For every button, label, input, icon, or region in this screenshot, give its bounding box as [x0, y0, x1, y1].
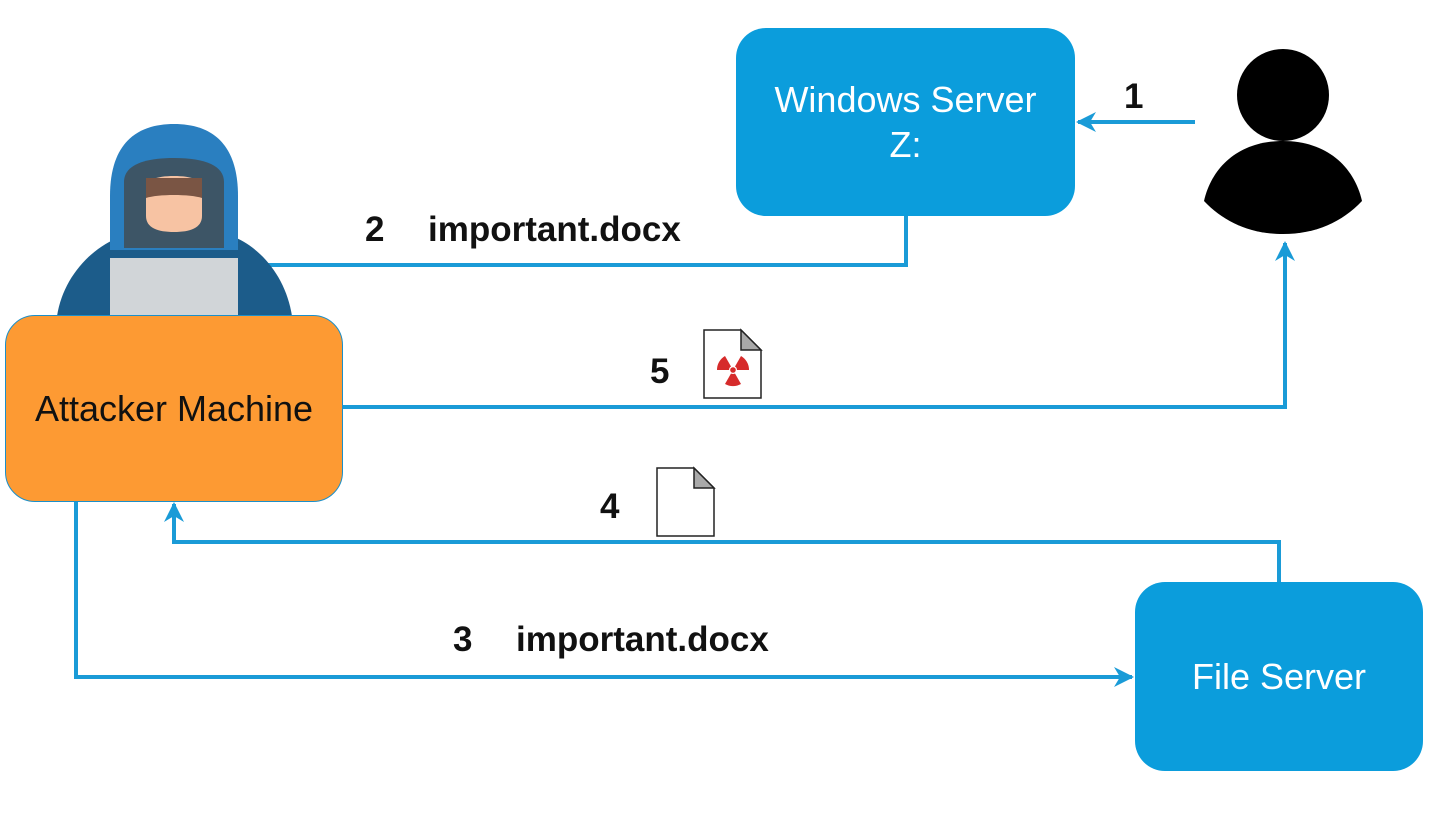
file-server-label: File Server [1191, 656, 1367, 697]
step-1-number: 1 [1124, 77, 1144, 116]
attacker-machine-label: Attacker Machine [34, 388, 314, 429]
step-2-file: important.docx [428, 210, 681, 249]
step-2-number: 2 [365, 210, 385, 249]
windows-server-drive: Z: [889, 124, 922, 165]
arrow-step-5 [343, 241, 1295, 409]
arrow-step-3 [74, 502, 1134, 687]
file-server-node: File Server [1135, 582, 1423, 771]
arrow-step-4 [164, 502, 1281, 582]
step-5-number: 5 [650, 352, 670, 391]
step-4-number: 4 [600, 487, 620, 526]
step-3-file: important.docx [516, 620, 769, 659]
windows-server-title: Windows Server [774, 79, 1037, 120]
attacker-machine-node: Attacker Machine [5, 315, 343, 502]
windows-server-node: Windows Server Z: [736, 28, 1075, 216]
step-3-number: 3 [453, 620, 473, 659]
